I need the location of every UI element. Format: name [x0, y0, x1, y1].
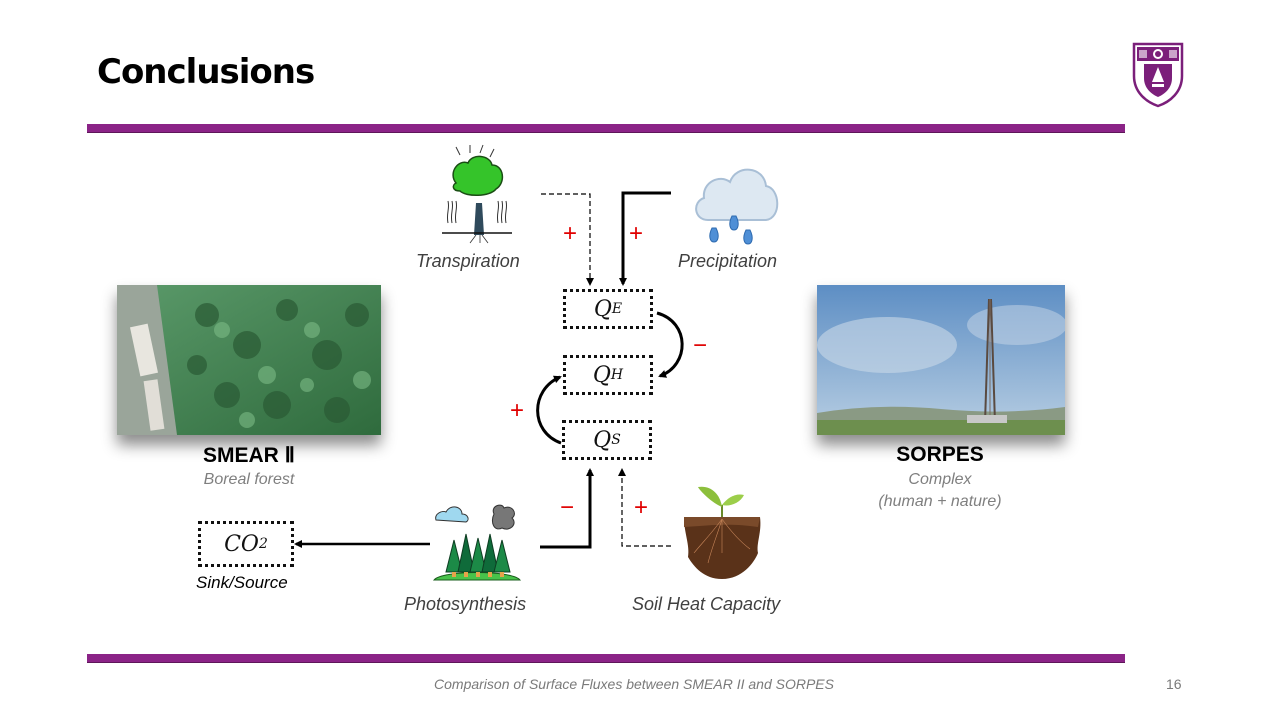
smear-ii-photo — [117, 285, 381, 435]
sign-qs-qh: + — [510, 397, 525, 424]
flux-qh-base: Q — [592, 362, 611, 388]
flux-qe-sub: E — [611, 301, 623, 317]
header-divider — [87, 124, 1125, 133]
photosynthesis-illustration — [432, 500, 522, 586]
precipitation-label: Precipitation — [678, 251, 778, 271]
co2-base: CO — [224, 531, 259, 557]
left-site-name: SMEAR Ⅱ — [202, 444, 295, 467]
sign-soil: + — [634, 494, 649, 521]
flux-qh-sub: H — [610, 367, 624, 383]
co2-sub: 2 — [258, 536, 268, 552]
sorpes-tower-image — [817, 285, 1065, 435]
right-site-description-line1: Complex — [908, 471, 972, 488]
sign-transpiration: + — [563, 220, 578, 247]
university-logo — [1132, 42, 1184, 108]
left-site-description: Boreal forest — [203, 471, 295, 488]
photosynthesis-to-qs-arrow — [540, 468, 594, 549]
soil-sprout-icon — [684, 486, 761, 579]
flux-qe-base: Q — [593, 296, 612, 322]
boreal-forest-image — [117, 285, 381, 435]
qs-to-qh-arrow — [536, 375, 562, 445]
page-number: 16 — [1166, 676, 1182, 692]
qe-to-qh-arrow — [656, 311, 684, 378]
transpiration-label: Transpiration — [416, 251, 520, 271]
sign-precipitation: + — [629, 220, 644, 247]
slide-title: Conclusions — [97, 52, 315, 92]
right-site-description-line2: (human + nature) — [878, 493, 1002, 510]
forest-photosynthesis-icon — [432, 504, 522, 581]
sign-photosynthesis: − — [560, 494, 575, 521]
flux-qs-sub: S — [611, 432, 621, 448]
footer-divider — [87, 654, 1125, 663]
precipitation-arrow — [619, 191, 671, 286]
soil-illustration — [682, 483, 762, 579]
transpiration-arrow — [541, 193, 594, 286]
sign-qe-qh: − — [693, 332, 708, 359]
flux-qs-base: Q — [593, 427, 612, 453]
tree-transpiration-icon — [442, 144, 512, 244]
rain-cloud-icon — [695, 168, 779, 245]
photosynthesis-label: Photosynthesis — [404, 594, 527, 614]
soil-to-qs-arrow — [618, 468, 671, 547]
sorpes-photo — [817, 285, 1065, 435]
precipitation-illustration — [690, 160, 782, 248]
co2-label: Sink/Source — [196, 573, 288, 592]
transpiration-illustration — [440, 143, 516, 245]
right-site-name: SORPES — [896, 443, 984, 466]
soil-label: Soil Heat Capacity — [632, 594, 781, 614]
nanjing-university-crest-icon — [1132, 42, 1184, 108]
footer-text: Comparison of Surface Fluxes between SME… — [434, 676, 834, 692]
